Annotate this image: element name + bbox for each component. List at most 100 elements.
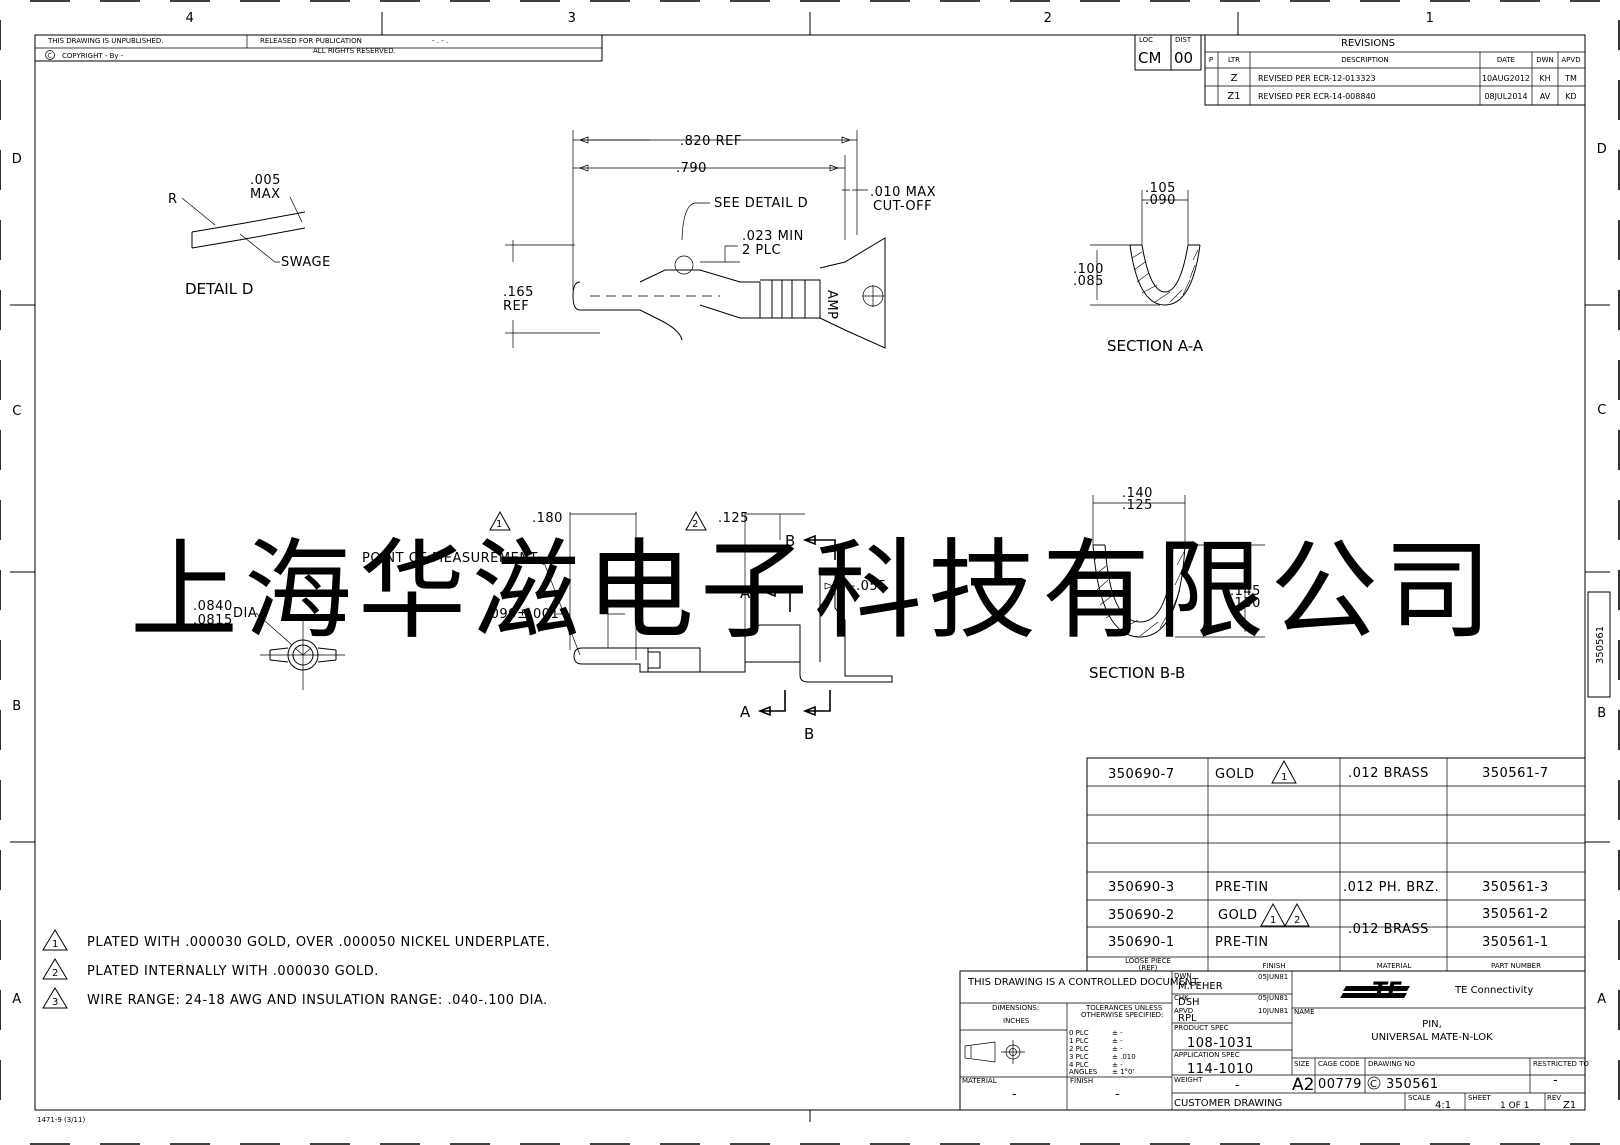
aa-width-max: .105 (1145, 181, 1176, 196)
zone-top-4: 4 (186, 11, 195, 26)
drawing-no-label: DRAWING NO (1368, 1060, 1415, 1068)
note-1-text: PLATED WITH .000030 GOLD, OVER .000050 N… (87, 935, 550, 950)
note-2-text: PLATED INTERNALLY WITH .000030 GOLD. (87, 964, 379, 979)
side-flag-2: 2 (692, 519, 698, 530)
table-part-number: 350561-2 (1482, 907, 1549, 922)
zone-left-a: A (12, 992, 21, 1007)
rev-row-date: 10AUG2012 (1482, 74, 1530, 83)
note-3-text: WIRE RANGE: 24-18 AWG AND INSULATION RAN… (87, 993, 548, 1008)
rights-text: ALL RIGHTS RESERVED. (313, 47, 396, 55)
released-label: RELEASED FOR PUBLICATION (260, 37, 362, 45)
part-name-line2: UNIVERSAL MATE-N-LOK (1371, 1032, 1493, 1043)
tol-plc: 2 PLC (1069, 1045, 1089, 1053)
detail-d-dim2: MAX (250, 187, 281, 202)
cage-code-label: CAGE CODE (1318, 1060, 1360, 1068)
dim-dia-label: DIA (233, 606, 257, 621)
application-spec-label: APPLICATION SPEC (1174, 1051, 1240, 1059)
rev-header-p: P (1209, 56, 1213, 64)
section-bb-title: SECTION B-B (1089, 664, 1185, 682)
section-aa-title: SECTION A-A (1107, 337, 1204, 355)
side-view: 1 .180 2 .125 B POINT OF MEASUREMENT A .… (193, 510, 893, 743)
pin-end-view (260, 615, 345, 690)
zone-top-1: 1 (1426, 11, 1435, 26)
drawing-number: 350561 (1386, 1077, 1439, 1092)
finish-value: - (1115, 1087, 1120, 1102)
projection-symbol-icon (964, 1040, 1025, 1064)
zone-left-c: C (12, 404, 22, 419)
unpublished-text: THIS DRAWING IS UNPUBLISHED. (47, 37, 163, 45)
table-flag-1-number: 1 (1281, 772, 1287, 783)
table-loose-piece: 350690-2 (1108, 908, 1175, 923)
te-logo: TE (1340, 979, 1410, 1004)
rev-row-dwn: AV (1540, 92, 1551, 101)
form-number: 1471-9 (3/11) (37, 1116, 85, 1124)
dist-label: DIST (1175, 36, 1192, 44)
svg-text:C: C (48, 53, 52, 60)
rev-row-apvd: KD (1565, 92, 1576, 101)
dim-090: .090±.001 (486, 607, 559, 622)
part-name-line1: PIN, (1422, 1019, 1442, 1030)
logo-text: TE (1372, 979, 1402, 1004)
table-loose-piece: 350690-1 (1108, 935, 1175, 950)
watermark-text: 上海华滋电子科技有限公司 (130, 529, 1498, 654)
table-flag-1b-icon (1260, 902, 1286, 927)
rev-row-description: REVISED PER ECR-14-008840 (1258, 92, 1376, 101)
dim-165: .165 (503, 285, 534, 300)
note-1-icon (42, 929, 68, 951)
table-flag-2-icon (1284, 902, 1310, 927)
side-drawing-label: 350561 (1587, 591, 1611, 698)
size-value: A2 (1292, 1075, 1314, 1095)
title-block: THIS DRAWING IS A CONTROLLED DOCUMENT. D… (959, 970, 1589, 1111)
rev-header-dwn: DWN (1536, 56, 1554, 64)
zone-right-c: C (1597, 403, 1607, 418)
header-material: MATERIAL (1377, 962, 1412, 970)
unpublished-block: THIS DRAWING IS UNPUBLISHED. RELEASED FO… (34, 34, 603, 62)
rev-header-apvd: APVD (1561, 56, 1580, 64)
notes-list: 1 PLATED WITH .000030 GOLD, OVER .000050… (42, 929, 550, 1009)
table-material: .012 BRASS (1348, 922, 1429, 937)
note-2-icon (42, 958, 68, 980)
detail-d-dim1: .005 (250, 173, 281, 188)
section-a-bottom: A (740, 703, 751, 721)
sheet-label: SHEET (1468, 1094, 1492, 1102)
drawing-c-icon (1367, 1076, 1381, 1090)
dwn-label: DWN (1174, 972, 1192, 980)
header-part-number: PART NUMBER (1491, 962, 1541, 970)
zone-left-b: B (12, 699, 21, 714)
loc-value: CM (1138, 49, 1161, 67)
table-part-number: 350561-3 (1482, 880, 1549, 895)
tol-value: ± - (1112, 1061, 1123, 1069)
rev-row-date: 08JUL2014 (1484, 92, 1527, 101)
scale-label: SCALE (1408, 1094, 1430, 1102)
restricted-value: - (1553, 1073, 1558, 1088)
dist-value: 00 (1174, 49, 1193, 67)
dim-dia-min: .0815 (193, 613, 233, 628)
detail-d-swage: SWAGE (281, 255, 331, 270)
revisions-table: REVISIONS P LTR DESCRIPTION DATE DWN APV… (1204, 34, 1586, 106)
table-finish: PRE-TIN (1215, 880, 1269, 895)
customer-drawing: CUSTOMER DRAWING (1174, 1098, 1282, 1109)
tol-plc: ANGLES (1069, 1068, 1098, 1076)
tol-plc: 1 PLC (1069, 1037, 1089, 1045)
header-loose-piece-ref: (REF) (1139, 964, 1158, 972)
tol-value: ± - (1112, 1029, 1123, 1037)
company-name: TE Connectivity (1454, 985, 1533, 996)
tol-plc: 4 PLC (1069, 1061, 1089, 1069)
cage-code-value: 00779 (1318, 1077, 1362, 1092)
zone-top-3: 3 (568, 11, 577, 26)
tol-value: ± .010 (1112, 1053, 1136, 1061)
side-label-text: 350561 (1595, 626, 1606, 664)
zone-top-2: 2 (1044, 11, 1053, 26)
note-3-icon (42, 987, 68, 1009)
dim-180: .180 (532, 511, 563, 526)
application-spec-value: 114-1010 (1187, 1062, 1254, 1077)
table-loose-piece: 350690-7 (1108, 767, 1175, 782)
dwn-value: M.FEHER (1178, 981, 1223, 992)
header-finish: FINISH (1262, 962, 1285, 970)
note-1-number: 1 (52, 939, 58, 950)
section-aa-view: .105 .090 .100 .085 SECTION A-A (1073, 181, 1204, 355)
rev-header-ltr: LTR (1228, 56, 1240, 64)
note-3-number: 3 (52, 997, 58, 1008)
copyright-text: COPYRIGHT - By - (62, 52, 124, 60)
tol-value: ± - (1112, 1037, 1123, 1045)
